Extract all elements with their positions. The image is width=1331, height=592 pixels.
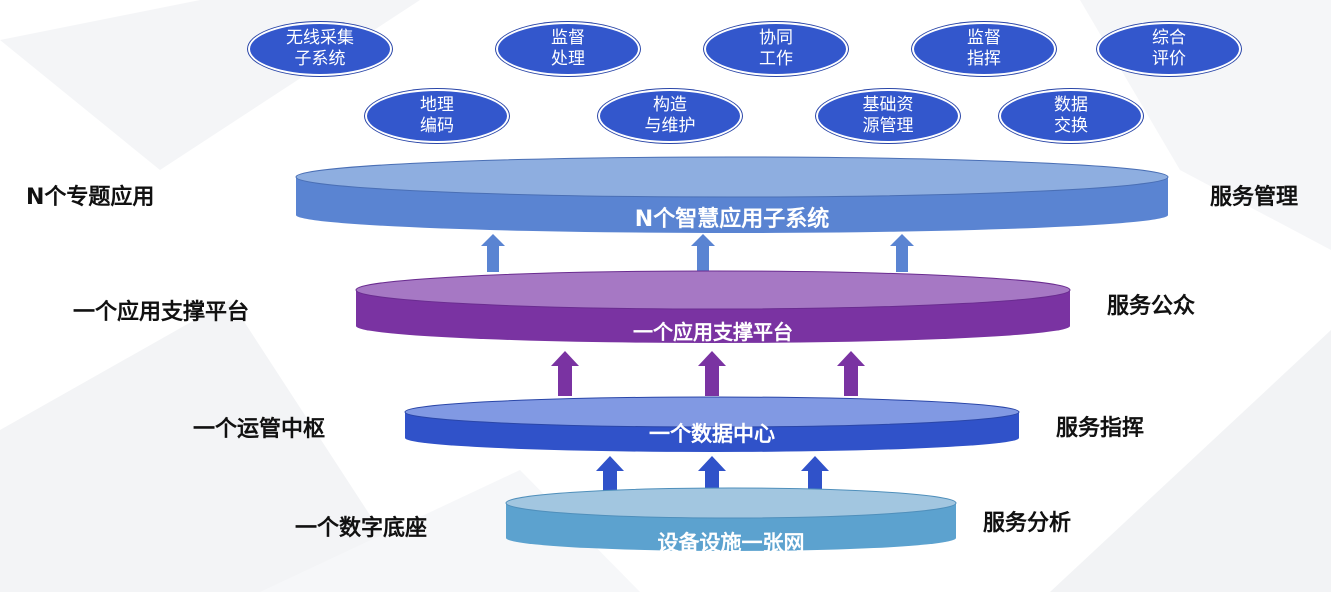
bubble-data-exchange: 数据 交换 — [999, 89, 1143, 143]
left-label-ops-hub: 一个运管中枢 — [193, 417, 326, 442]
bubble-line: 无线采集 — [286, 28, 354, 48]
bubble-geo-code: 地理 编码 — [365, 89, 509, 143]
bubble-line: 源管理 — [862, 116, 914, 136]
tier-smart-apps-top — [295, 156, 1169, 198]
left-label-digital-base: 一个数字底座 — [295, 516, 428, 541]
bubble-collaborate: 协同 工作 — [704, 22, 848, 76]
right-label-service-command: 服务指挥 — [1056, 416, 1145, 441]
tier-support-platform-label: 一个应用支撑平台 — [633, 320, 793, 344]
arrows-middle — [551, 351, 865, 396]
left-label-topic-apps: N个专题应用 — [26, 185, 155, 210]
bubble-line: 协同 — [759, 28, 793, 48]
bubble-line: 监督 — [551, 28, 585, 48]
bubble-line: 监督 — [967, 28, 1001, 48]
right-label-service-public: 服务公众 — [1107, 294, 1196, 319]
bubble-line: 处理 — [551, 49, 585, 69]
tier-data-center — [404, 396, 1020, 452]
bubble-line: 工作 — [759, 49, 793, 69]
tier-smart-apps — [295, 156, 1169, 233]
left-label-support-platform: 一个应用支撑平台 — [73, 300, 250, 325]
bubble-supervise-handle: 监督 处理 — [496, 22, 640, 76]
tier-facility-network-top — [505, 487, 957, 519]
bubble-line: 基础资 — [862, 95, 914, 115]
bubble-line: 子系统 — [294, 49, 346, 69]
right-label-service-manage: 服务管理 — [1210, 185, 1299, 210]
tier-support-platform — [355, 270, 1071, 343]
arrow-up — [837, 351, 865, 396]
bubble-line: 编码 — [420, 116, 454, 136]
bubble-build-maintain: 构造 与维护 — [598, 89, 742, 143]
bubble-line: 地理 — [420, 95, 454, 115]
tier-support-platform-top — [355, 270, 1071, 310]
bubble-supervise-command: 监督 指挥 — [912, 22, 1056, 76]
arrows-upper — [481, 234, 914, 272]
arrow-up — [691, 234, 715, 272]
tier-facility-network — [505, 487, 957, 551]
tier-data-center-label: 一个数据中心 — [649, 422, 775, 446]
tier-smart-apps-label: N个智慧应用子系统 — [634, 207, 830, 232]
bubble-line: 综合 — [1152, 28, 1186, 48]
arrow-up — [596, 456, 624, 500]
bubble-line: 交换 — [1054, 116, 1088, 136]
bubble-line: 评价 — [1152, 49, 1186, 69]
arrow-up — [890, 234, 914, 272]
bubble-line: 构造 — [653, 95, 687, 115]
arrow-up — [551, 351, 579, 396]
bubble-resource-manage: 基础资 源管理 — [816, 89, 960, 143]
bubble-line: 指挥 — [967, 49, 1001, 69]
bubble-line: 数据 — [1054, 95, 1088, 115]
arrow-up — [698, 351, 726, 396]
bubble-evaluate: 综合 评价 — [1097, 22, 1241, 76]
tier-facility-network-label: 设备设施一张网 — [657, 531, 805, 555]
bubble-line: 与维护 — [644, 116, 696, 136]
right-label-service-analysis: 服务分析 — [983, 511, 1072, 536]
bubble-wireless-subsystem: 无线采集 子系统 — [248, 22, 392, 76]
tier-data-center-top — [404, 396, 1020, 428]
arrow-up — [481, 234, 505, 272]
